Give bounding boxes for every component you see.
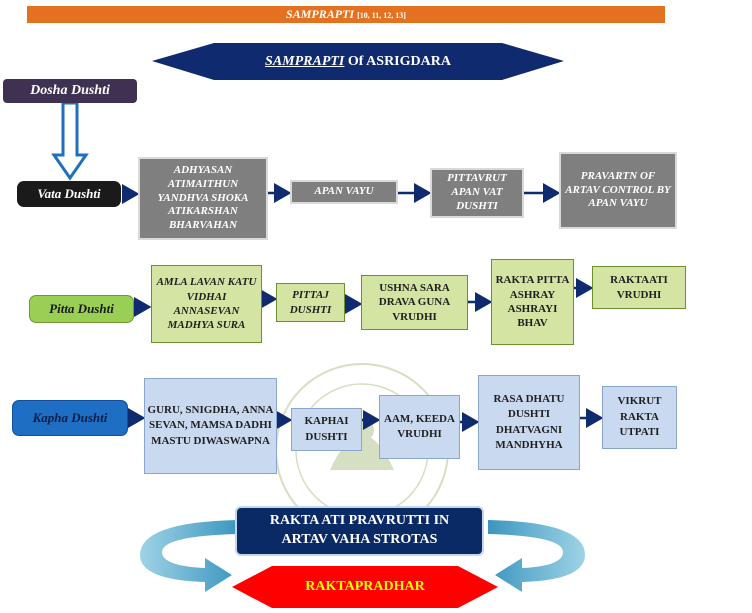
pittaj-dushti-box: PITTAJ DUSHTI: [276, 283, 345, 322]
header-bar: SAMPRAPTI [10, 11, 12, 13]: [27, 6, 665, 23]
ushna-sara-box: USHNA SARA DRAVA GUNA VRUDHI: [361, 275, 468, 330]
final-hexagon: [232, 566, 498, 608]
kapha-causes-box: GURU, SNIGDHA, ANNA SEVAN, MAMSA DADHI M…: [144, 378, 277, 474]
right-curved-arrow-icon: [488, 520, 585, 592]
pitta-dushti-text: Pitta Dushti: [49, 301, 114, 316]
result-box: RAKTA ATI PRAVRUTTI IN ARTAV VAHA STROTA…: [235, 506, 484, 556]
kapha-dushti-label: Kapha Dushti: [12, 400, 128, 436]
dosha-dushti-label: Dosha Dushti: [3, 79, 137, 103]
aam-keeda-box: AAM, KEEDA VRUDHI: [379, 395, 460, 459]
kaphai-dushti-box: KAPHAI DUSHTI: [291, 408, 362, 451]
vata-causes-box: ADHYASAN ATIMAITHUN YANDHVA SHOKA ATIKAR…: [138, 157, 268, 240]
rakta-pitta-box: RAKTA PITTA ASHRAY ASHRAYI BHAV: [491, 259, 574, 345]
apan-vayu-box: APAN VAYU: [290, 180, 398, 204]
pitta-dushti-label: Pitta Dushti: [29, 295, 134, 323]
header-title: SAMPRAPTI: [286, 7, 355, 21]
vata-dushti-label: Vata Dushti: [17, 181, 121, 207]
dosha-dushti-text: Dosha Dushti: [30, 83, 110, 98]
banner-title-rest: Of ASRIGDARA: [344, 54, 451, 69]
vata-dushti-text: Vata Dushti: [37, 186, 101, 201]
kapha-dushti-text: Kapha Dushti: [32, 410, 108, 425]
banner-title: SAMPRAPTI Of ASRIGDARA: [152, 43, 564, 80]
banner-title-italic: SAMPRAPTI: [265, 54, 345, 69]
down-arrow-icon: [51, 101, 89, 181]
vikrut-rakta-box: VIKRUT RAKTA UTPATI: [602, 386, 677, 449]
header-refs: [10, 11, 12, 13]: [357, 11, 406, 20]
raktaati-vrudhi-box: RAKTAATI VRUDHI: [592, 266, 686, 309]
rasa-dhatu-box: RASA DHATU DUSHTI DHATVAGNI MANDHYHA: [478, 375, 580, 470]
final-label: RAKTAPRADHAR: [305, 579, 425, 594]
pittavrut-box: PITTAVRUT APAN VAT DUSHTI: [430, 168, 524, 218]
pravartn-box: PRAVARTN OF ARTAV CONTROL BY APAN VAYU: [559, 152, 677, 229]
left-curved-arrow-icon: [140, 520, 238, 592]
banner-hexagon: [152, 43, 564, 80]
pitta-causes-box: AMLA LAVAN KATU VIDHAI ANNASEVAN MADHYA …: [151, 265, 262, 343]
